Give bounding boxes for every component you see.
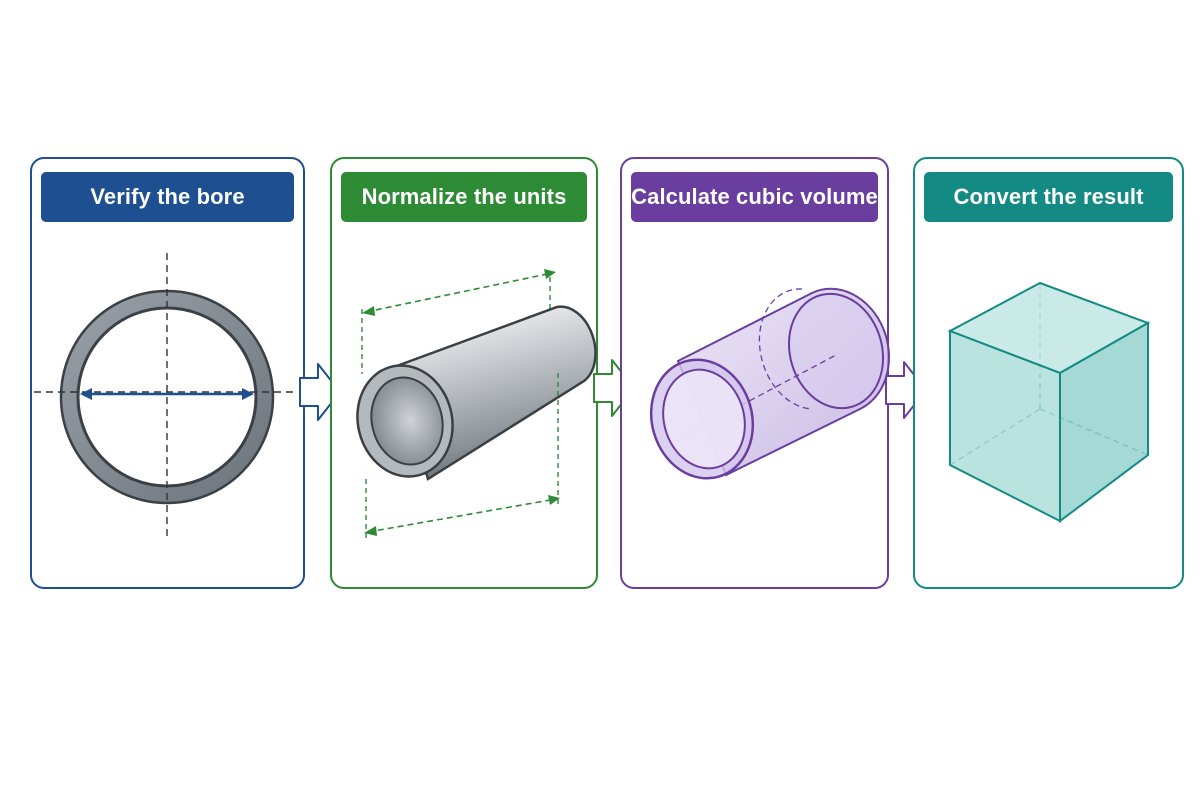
transparent-cylinder-icon xyxy=(649,287,890,480)
step-card-convert-result: Convert the result xyxy=(913,157,1184,589)
step-card-normalize-units: Normalize the units xyxy=(330,157,598,589)
step-card-verify-bore: Verify the bore xyxy=(30,157,305,589)
step-title: Convert the result xyxy=(924,172,1173,222)
step-title: Normalize the units xyxy=(341,172,587,222)
pipe-cross-section-icon xyxy=(34,253,297,539)
step-title: Calculate cubic volume xyxy=(631,172,878,222)
step-title: Verify the bore xyxy=(41,172,294,222)
pipe-length-icon xyxy=(356,269,597,541)
flow-arrow-icon xyxy=(299,363,341,421)
step-card-calculate-volume: Calculate cubic volume xyxy=(620,157,890,589)
cube-icon xyxy=(947,281,1151,523)
